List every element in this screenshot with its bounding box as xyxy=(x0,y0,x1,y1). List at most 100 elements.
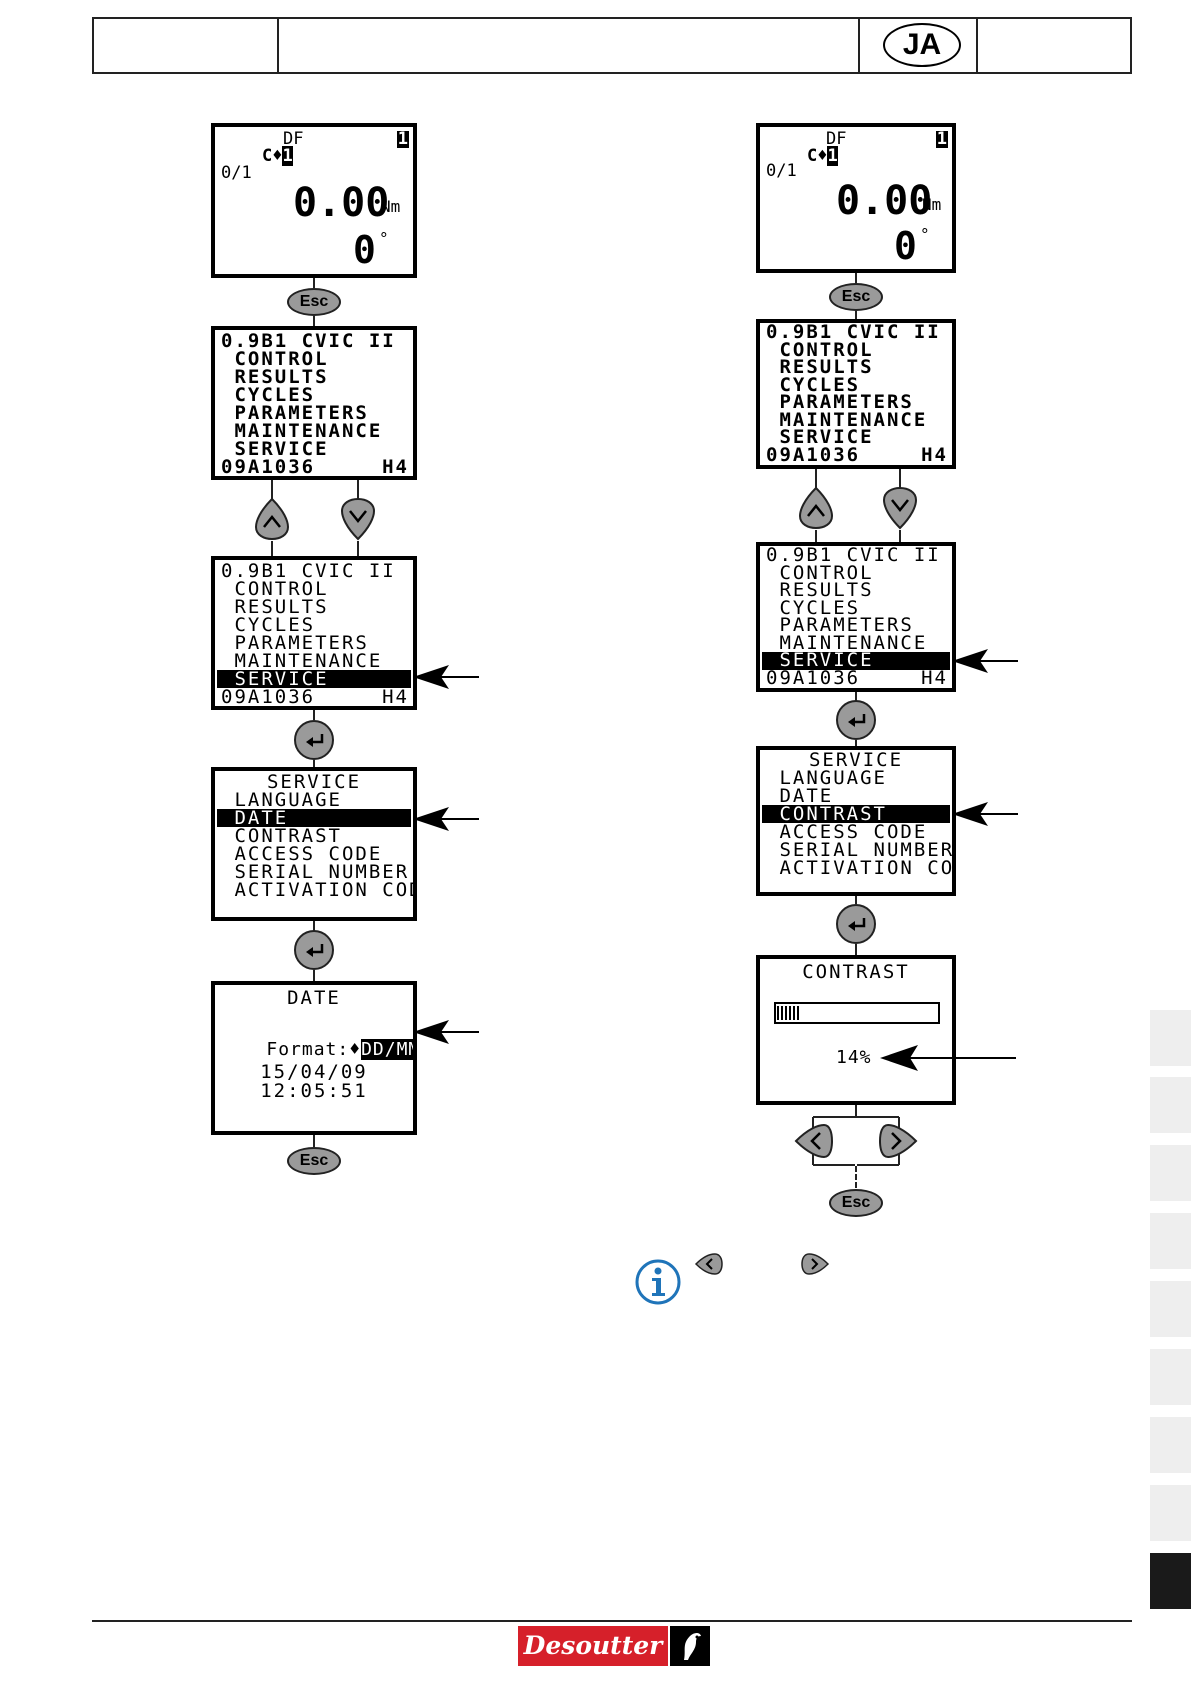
contrast-bar-fill xyxy=(777,1006,799,1020)
section-tab[interactable] xyxy=(1150,1213,1191,1269)
down-button[interactable] xyxy=(340,497,376,541)
chevron-up-icon xyxy=(263,514,281,528)
service-item-serial-number[interactable]: SERIAL NUMBER xyxy=(779,839,955,861)
section-tab[interactable] xyxy=(1150,1145,1191,1201)
language-badge: JA xyxy=(883,23,961,67)
service-item-language[interactable]: LANGUAGE xyxy=(234,789,342,811)
bracket-frame xyxy=(812,1116,900,1166)
bird-logo-icon xyxy=(684,1633,701,1660)
arrow-left-icon xyxy=(413,1020,479,1044)
angle-value: 0 xyxy=(894,224,917,268)
service-item-date[interactable]: DATE xyxy=(779,785,834,807)
left-button[interactable] xyxy=(794,1123,834,1159)
menu-item-maintenance[interactable]: MAINTENANCE xyxy=(779,408,928,431)
chevron-right-icon xyxy=(891,1132,902,1150)
section-tab[interactable] xyxy=(1150,1010,1191,1066)
service-item-serial-number[interactable]: SERIAL NUMBER xyxy=(234,861,410,883)
service-item-access-code[interactable]: ACCESS CODE xyxy=(779,821,928,843)
section-tab[interactable] xyxy=(1150,1349,1191,1405)
connector xyxy=(313,316,315,326)
lcd-main-menu-service-selected: 0.9B1 CVIC II CONTROL RESULTS CYCLES PAR… xyxy=(211,556,417,710)
enter-button[interactable] xyxy=(836,904,876,944)
menu-item-results[interactable]: RESULTS xyxy=(234,366,329,388)
service-item-activation-code[interactable]: ACTIVATION CODE xyxy=(779,857,955,879)
section-tab-active[interactable] xyxy=(1150,1553,1191,1609)
esc-button[interactable]: Esc xyxy=(829,1189,883,1217)
menu-item-cycles[interactable]: CYCLES xyxy=(779,373,861,396)
menu-item-service[interactable]: SERVICE xyxy=(779,426,874,448)
menu-item-cycles[interactable]: CYCLES xyxy=(234,384,316,406)
menu-item-parameters[interactable]: PARAMETERS xyxy=(234,632,369,654)
down-button[interactable] xyxy=(882,486,918,530)
menu-item-results[interactable]: RESULTS xyxy=(234,596,329,618)
menu-item-service[interactable]: SERVICE xyxy=(234,438,329,460)
service-item-language[interactable]: LANGUAGE xyxy=(779,767,887,789)
connector xyxy=(357,541,359,557)
connector xyxy=(855,896,857,904)
menu-item-maintenance[interactable]: MAINTENANCE xyxy=(234,650,383,672)
arrow-left-icon xyxy=(952,649,1018,673)
menu-item-results[interactable]: RESULTS xyxy=(779,579,874,601)
esc-button[interactable]: Esc xyxy=(829,283,883,311)
chevron-left-icon xyxy=(705,1258,713,1270)
esc-button[interactable]: Esc xyxy=(287,1147,341,1175)
menu-item-control[interactable]: CONTROL xyxy=(779,338,874,361)
format-value[interactable]: DD/MM/YY xyxy=(361,1039,413,1060)
lcd-main-menu-service-selected: 0.9B1 CVIC II CONTROL RESULTS CYCLES PAR… xyxy=(756,542,956,692)
menu-item-control[interactable]: CONTROL xyxy=(234,348,329,370)
menu-item-cycles[interactable]: CYCLES xyxy=(234,614,316,636)
time-value: 12:05:51 xyxy=(260,1080,368,1102)
service-item-contrast-selected[interactable]: CONTRAST xyxy=(762,805,950,824)
connector xyxy=(313,760,315,768)
menu-item-cycles[interactable]: CYCLES xyxy=(779,596,861,619)
channel-number: 1 xyxy=(396,129,409,149)
connector xyxy=(357,480,359,500)
up-button[interactable] xyxy=(798,486,834,530)
menu-item-parameters[interactable]: PARAMETERS xyxy=(779,391,914,413)
service-item-contrast[interactable]: CONTRAST xyxy=(234,825,342,847)
service-item-access-code[interactable]: ACCESS CODE xyxy=(234,843,383,865)
section-tab[interactable] xyxy=(1150,1281,1191,1337)
menu-item-maintenance[interactable]: MAINTENANCE xyxy=(779,631,928,654)
esc-button[interactable]: Esc xyxy=(287,288,341,316)
program-number: 1 xyxy=(827,146,838,166)
section-tab[interactable] xyxy=(1150,1417,1191,1473)
program-label: C xyxy=(806,146,818,166)
menu-item-maintenance[interactable]: MAINTENANCE xyxy=(234,420,383,442)
section-tab[interactable] xyxy=(1150,1077,1191,1133)
connector xyxy=(899,469,901,489)
right-button[interactable] xyxy=(878,1123,918,1159)
menu-item-control[interactable]: CONTROL xyxy=(234,578,329,600)
menu-item-parameters[interactable]: PARAMETERS xyxy=(779,614,914,636)
arrow-left-icon xyxy=(952,802,1018,826)
arrow-left-icon xyxy=(413,665,479,689)
service-item-date-selected[interactable]: DATE xyxy=(217,809,411,828)
menu-item-results[interactable]: RESULTS xyxy=(779,356,874,378)
service-title: SERVICE xyxy=(266,771,362,793)
connector xyxy=(313,921,315,931)
enter-button[interactable] xyxy=(294,720,334,760)
lcd-service-menu: SERVICE LANGUAGE DATE CONTRAST ACCESS CO… xyxy=(211,767,417,921)
header-divider xyxy=(858,19,860,72)
enter-return-icon xyxy=(306,734,324,747)
contrast-bar[interactable] xyxy=(774,1002,940,1024)
service-item-activation-code[interactable]: ACTIVATION CODE xyxy=(234,879,417,901)
enter-return-icon xyxy=(848,918,866,931)
up-button[interactable] xyxy=(254,497,290,541)
mode-label: DF xyxy=(826,129,847,149)
torque-unit: Nm xyxy=(381,197,401,216)
section-tab[interactable] xyxy=(1150,1485,1191,1541)
header-divider xyxy=(277,19,279,72)
lcd-contrast-screen: CONTRAST 14% xyxy=(756,955,956,1105)
menu-item-service-selected[interactable]: SERVICE xyxy=(762,651,950,670)
enter-button[interactable] xyxy=(836,700,876,740)
menu-item-control[interactable]: CONTROL xyxy=(779,561,874,584)
enter-return-icon xyxy=(848,714,866,727)
menu-item-service-selected[interactable]: SERVICE xyxy=(217,670,411,689)
enter-button[interactable] xyxy=(294,930,334,970)
date-title: DATE xyxy=(287,987,341,1009)
menu-item-parameters[interactable]: PARAMETERS xyxy=(234,402,369,424)
